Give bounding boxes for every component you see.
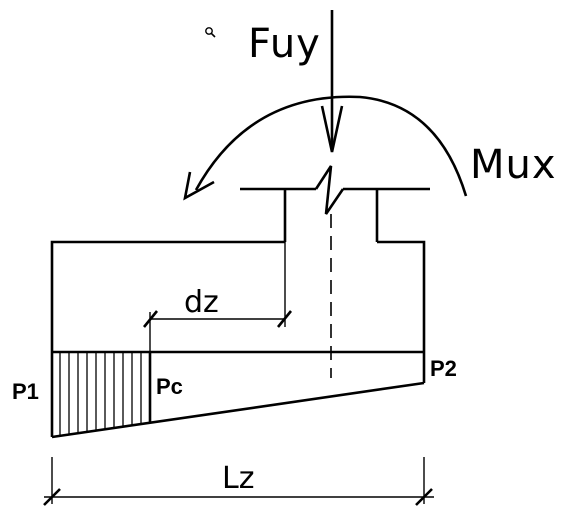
force-arrow-fuy: [320, 10, 344, 153]
moment-arc-mux: [183, 95, 468, 201]
column-stub: [240, 165, 430, 242]
footing-body: [50, 240, 426, 354]
pressure-hatching: [59, 352, 142, 436]
pressure-label-pc: Pc: [156, 374, 183, 399]
pressure-diagram: [50, 352, 426, 439]
dimension-dz: [142, 242, 293, 352]
pressure-label-p2: P2: [430, 356, 457, 381]
dimension-lz-label: Lz: [222, 461, 254, 496]
pressure-label-p1: P1: [12, 379, 39, 404]
force-label: Fuy: [248, 21, 321, 67]
dimension-lz: [43, 457, 434, 506]
magnifier-icon[interactable]: [205, 27, 216, 38]
moment-label: Mux: [470, 142, 557, 188]
dimension-dz-label: dz: [184, 285, 219, 320]
